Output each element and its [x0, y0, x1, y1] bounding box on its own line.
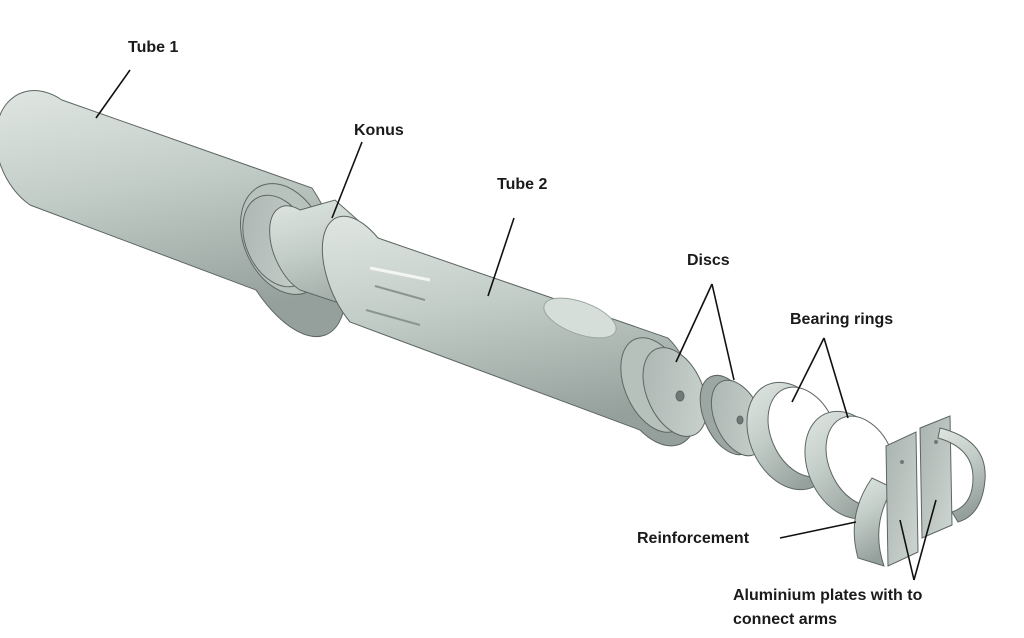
tube-2-leader-line: [487, 217, 515, 297]
discs-leader-line-left: [675, 283, 713, 363]
bearing-rings-leader-line-left: [791, 337, 825, 403]
tube-2-label: Tube 2: [497, 176, 547, 193]
plates-leader-line-right: [913, 499, 937, 581]
bearing-rings-leader-line-right: [823, 337, 849, 419]
aluminium-plates-part: [885, 415, 986, 567]
aluminium-plates-label-line-1: Aluminium plates with to: [733, 587, 923, 604]
tube-1-label: Tube 1: [128, 39, 178, 56]
aluminium-plates-label-line-2: connect arms: [733, 611, 837, 628]
bearing-rings-label: Bearing rings: [790, 311, 893, 328]
konus-label: Konus: [354, 122, 404, 139]
konus-leader-line: [331, 141, 363, 219]
reinforcement-label: Reinforcement: [637, 530, 750, 547]
reinforcement-part: [853, 477, 894, 567]
discs-label: Discs: [687, 252, 730, 269]
plates-leader-line-left: [899, 519, 915, 581]
tube-2-part: [321, 215, 708, 447]
discs-leader-line-right: [711, 283, 735, 381]
tube-1-leader-line: [95, 69, 131, 119]
reinforcement-leader-line: [779, 521, 857, 539]
